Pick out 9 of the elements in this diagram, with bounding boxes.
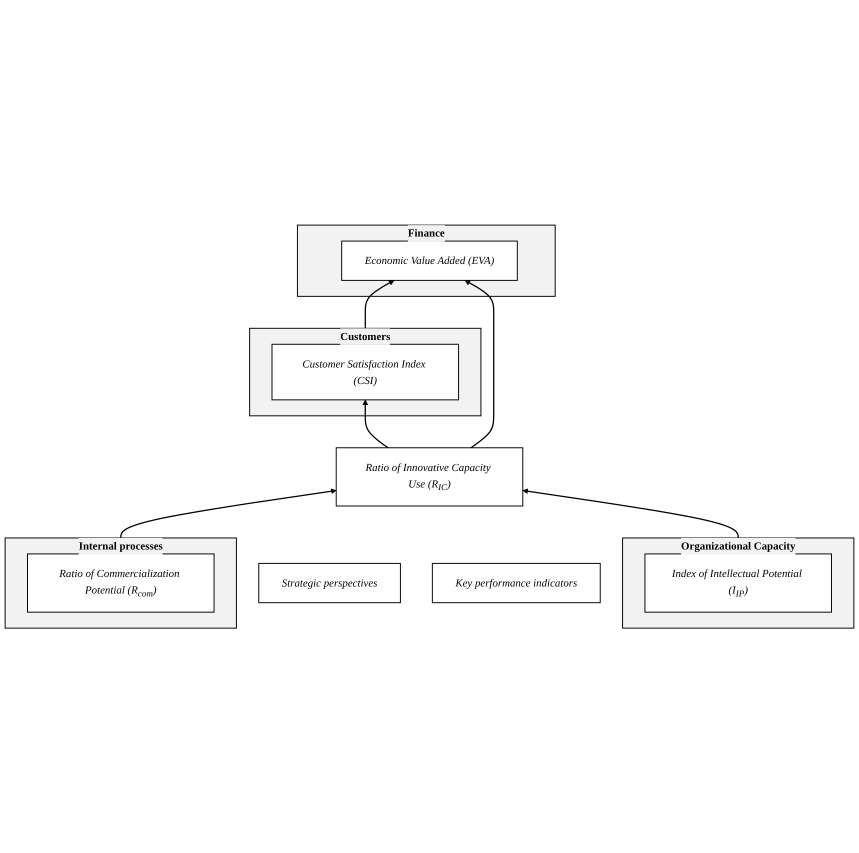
node-box: Key performance indicators xyxy=(432,562,601,604)
node-box: Ratio of Commercialization Potential (R$_{com}$) xyxy=(27,553,215,613)
node-box: Strategic perspectives xyxy=(258,562,401,604)
node-box: Index of Intellectual Potential (I$_{IP}$) xyxy=(644,553,832,613)
node-box: Customer Satisfaction Index (CSI) xyxy=(272,344,460,400)
node-box: Economic Value Added (EVA) xyxy=(341,240,518,281)
node-box: Ratio of Innovative Capacity Use (R$_{IC}$) xyxy=(336,447,524,506)
arrow xyxy=(464,280,494,448)
arrow xyxy=(362,399,388,448)
